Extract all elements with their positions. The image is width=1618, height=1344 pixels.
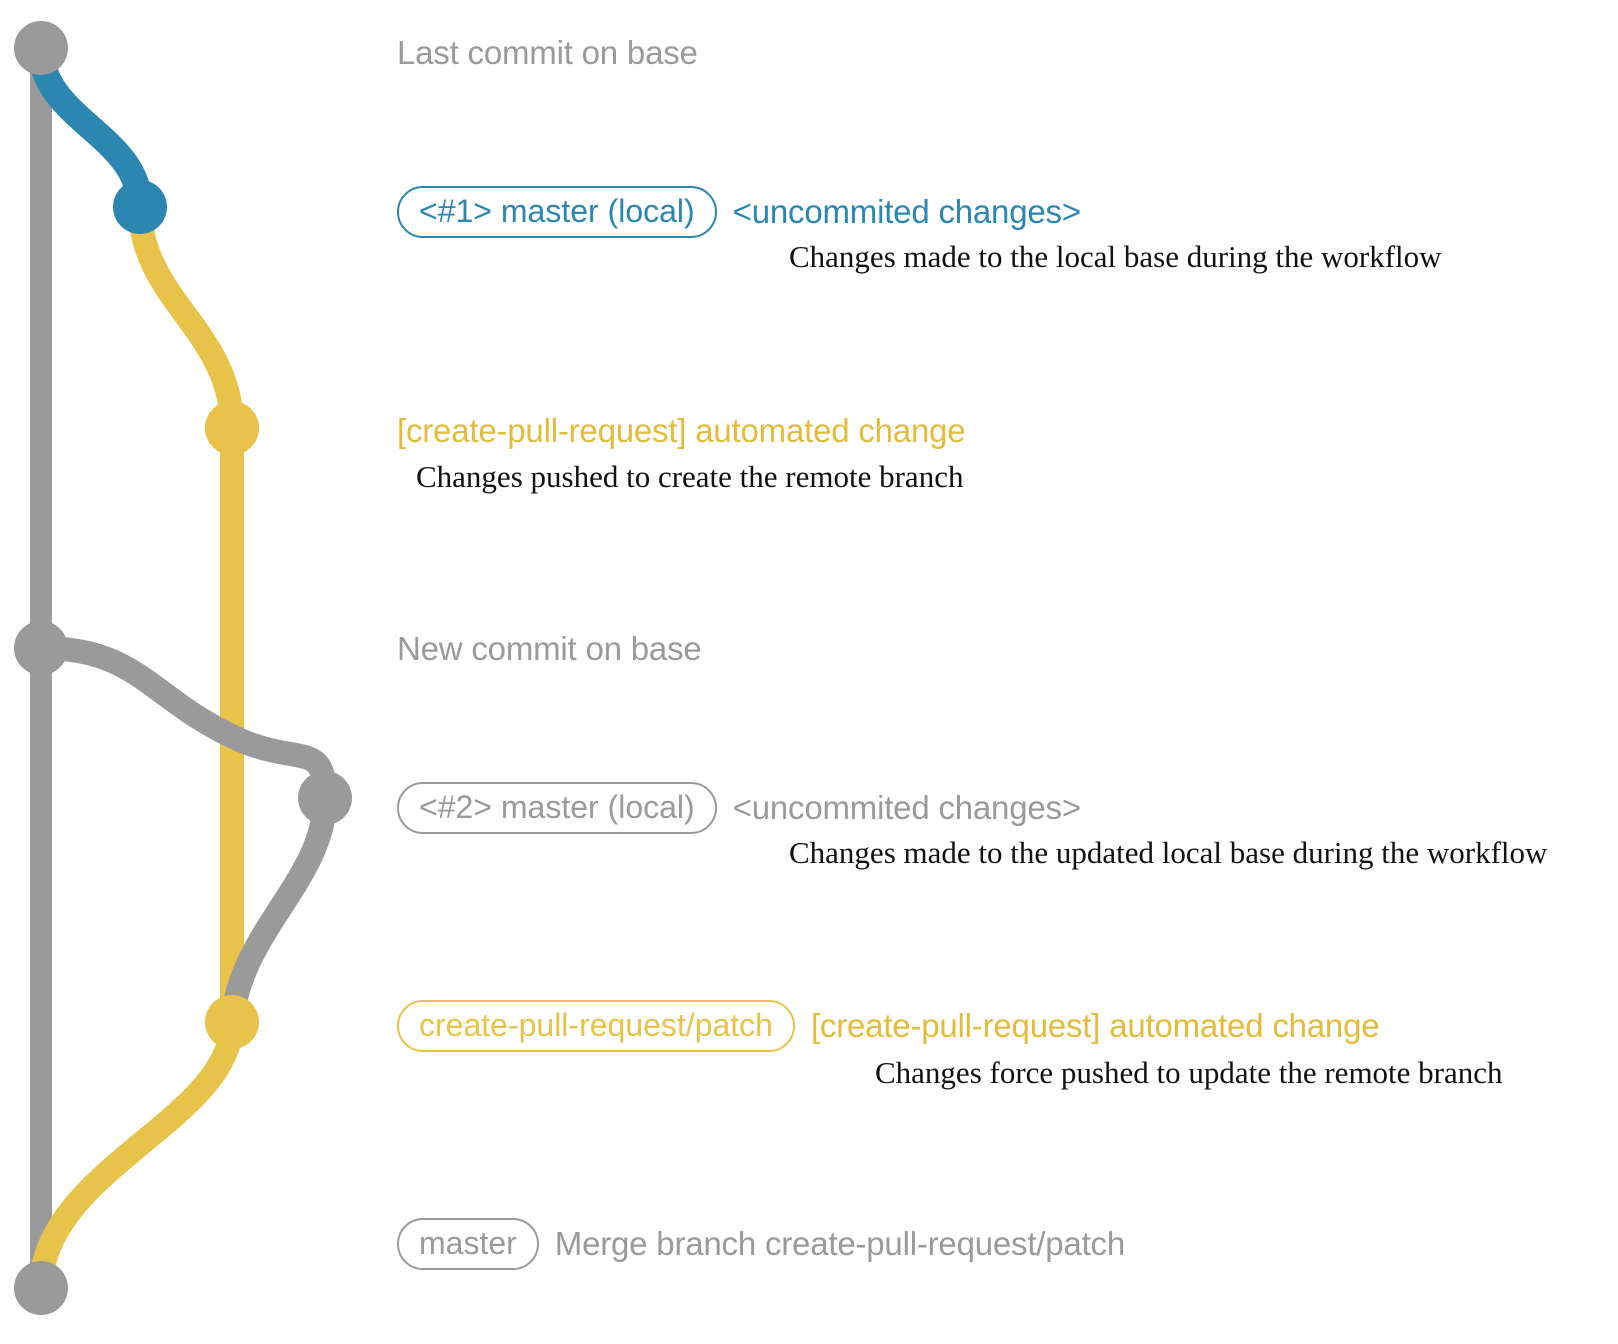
branch-badge-master-local-1[interactable]: <#1> master (local) bbox=[397, 186, 717, 238]
entry-last-commit-on-base: Last commit on base bbox=[397, 34, 698, 72]
edge-local1-to-remote1 bbox=[128, 195, 244, 440]
commit-title: <uncommited changes> bbox=[732, 789, 1081, 826]
commit-node-merge[interactable] bbox=[14, 1261, 68, 1315]
commit-node-local-2[interactable] bbox=[298, 771, 352, 825]
commit-node-local-1[interactable] bbox=[113, 180, 167, 234]
commit-title: New commit on base bbox=[397, 630, 702, 667]
entry-merge-commit: master Merge branch create-pull-request/… bbox=[397, 1218, 1125, 1270]
commit-node-base-new[interactable] bbox=[14, 621, 68, 675]
entry-automated-change-2: create-pull-request/patch [create-pull-r… bbox=[397, 1000, 1380, 1052]
commit-description: Changes made to the local base during th… bbox=[789, 239, 1442, 274]
commit-title: <uncommited changes> bbox=[732, 193, 1081, 230]
entry-new-commit-on-base: New commit on base bbox=[397, 630, 702, 668]
entry-automated-change-1: [create-pull-request] automated change bbox=[397, 412, 966, 450]
entry-master-local-2: <#2> master (local) <uncommited changes> bbox=[397, 782, 1081, 834]
commit-node-remote-1[interactable] bbox=[205, 401, 259, 455]
edge-base-to-local1 bbox=[28, 35, 153, 220]
commit-node-remote-2[interactable] bbox=[205, 995, 259, 1049]
entry-master-local-1: <#1> master (local) <uncommited changes> bbox=[397, 186, 1081, 238]
commit-title: [create-pull-request] automated change bbox=[810, 1007, 1380, 1044]
commit-title: Last commit on base bbox=[397, 34, 698, 71]
commit-title: Merge branch create-pull-request/patch bbox=[554, 1225, 1126, 1262]
branch-badge-create-pull-request-patch[interactable]: create-pull-request/patch bbox=[397, 1000, 795, 1052]
branch-badge-master[interactable]: master bbox=[397, 1218, 539, 1270]
commit-description: Changes made to the updated local base d… bbox=[789, 835, 1548, 870]
commit-description: Changes force pushed to update the remot… bbox=[875, 1055, 1503, 1090]
edge-local2-to-remote2 bbox=[220, 786, 337, 1034]
commit-description: Changes pushed to create the remote bran… bbox=[416, 459, 964, 494]
edge-remote2-to-merge bbox=[29, 1010, 244, 1300]
branch-badge-master-local-2[interactable]: <#2> master (local) bbox=[397, 782, 717, 834]
commit-title: [create-pull-request] automated change bbox=[397, 412, 966, 449]
commit-node-base-last[interactable] bbox=[14, 21, 68, 75]
edge-basenew-to-local2 bbox=[29, 636, 337, 810]
